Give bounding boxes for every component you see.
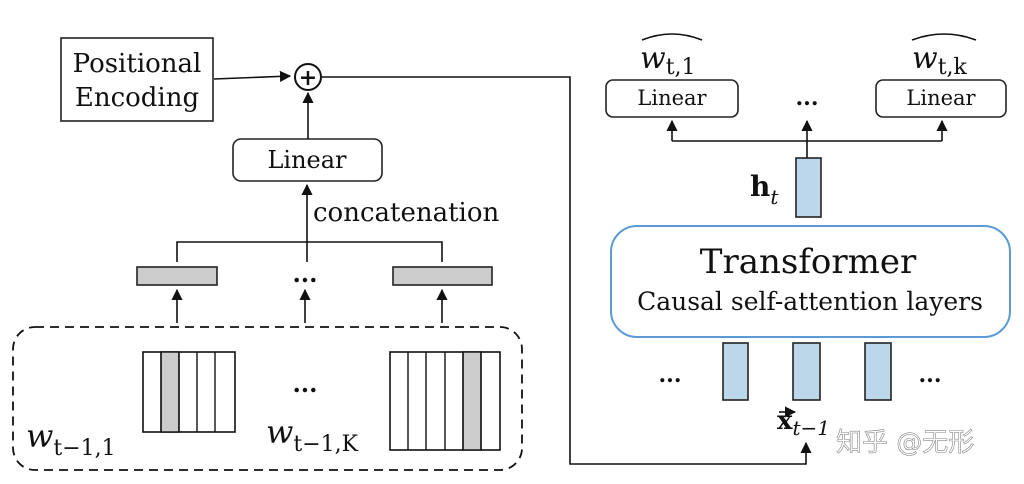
plus-icon: + bbox=[299, 65, 317, 91]
input-label-first-sub: t−1,1 bbox=[53, 436, 115, 461]
hidden-state-sub: t bbox=[770, 185, 779, 209]
input-x-var: x bbox=[777, 406, 793, 436]
input-x-sub: t−1 bbox=[793, 416, 831, 440]
hidden-state-label: ht bbox=[750, 170, 779, 209]
token-bar-2 bbox=[792, 342, 821, 401]
watermark: 知乎 @无形 bbox=[836, 428, 974, 458]
linear-label-left: Linear bbox=[267, 146, 347, 174]
concatenation-bracket bbox=[176, 241, 443, 262]
hidden-state-var: h bbox=[750, 170, 770, 203]
linear-label-right-last: Linear bbox=[906, 86, 976, 110]
linear-label-right-first: Linear bbox=[637, 86, 707, 110]
plus-to-x-connector bbox=[321, 76, 812, 465]
transformer-box bbox=[610, 225, 1011, 338]
output-hat-first bbox=[641, 33, 703, 41]
input-x-label: xt−1 bbox=[777, 406, 830, 440]
token-ellipsis-left: ... bbox=[659, 362, 682, 388]
positional-encoding-line1: Positional bbox=[73, 49, 202, 79]
input-label-first: wt−1,1 bbox=[26, 417, 116, 461]
svg-text:wt,k: wt,k bbox=[912, 41, 968, 80]
token-ellipsis-right: ... bbox=[919, 362, 942, 388]
one-hot-grid-first bbox=[142, 351, 236, 433]
output-label-first: wt,1 bbox=[640, 33, 703, 80]
output-label-first-var: w bbox=[640, 41, 666, 76]
positional-encoding-line2: Encoding bbox=[75, 83, 199, 113]
concatenation-label: concatenation bbox=[313, 198, 500, 228]
input-label-first-var: w bbox=[26, 417, 53, 455]
hidden-state-bar bbox=[795, 157, 822, 218]
pe-to-plus-arrow bbox=[213, 70, 292, 82]
positional-encoding-block: Positional Encoding bbox=[60, 37, 214, 122]
linear-box-right-last bbox=[875, 79, 1007, 118]
output-label-last: wt,k bbox=[911, 33, 977, 80]
embedding-bar-first bbox=[136, 266, 218, 286]
input-label-last-sub: t−1,K bbox=[293, 432, 358, 457]
input-ellipsis: ... bbox=[292, 369, 317, 398]
token-bar-3 bbox=[864, 342, 892, 401]
embedding-ellipsis: ... bbox=[292, 259, 317, 288]
linear-box-right-first bbox=[605, 79, 739, 118]
one-hot-grid-last bbox=[389, 351, 501, 451]
input-label-last: wt−1,K bbox=[266, 413, 359, 457]
output-ellipsis: ... bbox=[796, 85, 819, 111]
positional-encoding-box bbox=[60, 37, 214, 122]
embedding-bar-last bbox=[392, 266, 493, 286]
inputs-dashed-container bbox=[12, 326, 523, 471]
output-label-last-sub: t,k bbox=[938, 55, 968, 80]
output-label-first-sub: t,1 bbox=[666, 55, 696, 80]
add-node: + bbox=[294, 63, 322, 91]
token-bar-1 bbox=[722, 342, 749, 401]
transformer-subtitle: Causal self-attention layers bbox=[637, 287, 983, 316]
transformer-title: Transformer bbox=[700, 242, 917, 282]
output-label-last-var: w bbox=[912, 41, 938, 76]
input-label-last-var: w bbox=[266, 413, 293, 451]
output-hat-last bbox=[911, 33, 977, 41]
svg-text:wt,1: wt,1 bbox=[640, 41, 696, 80]
